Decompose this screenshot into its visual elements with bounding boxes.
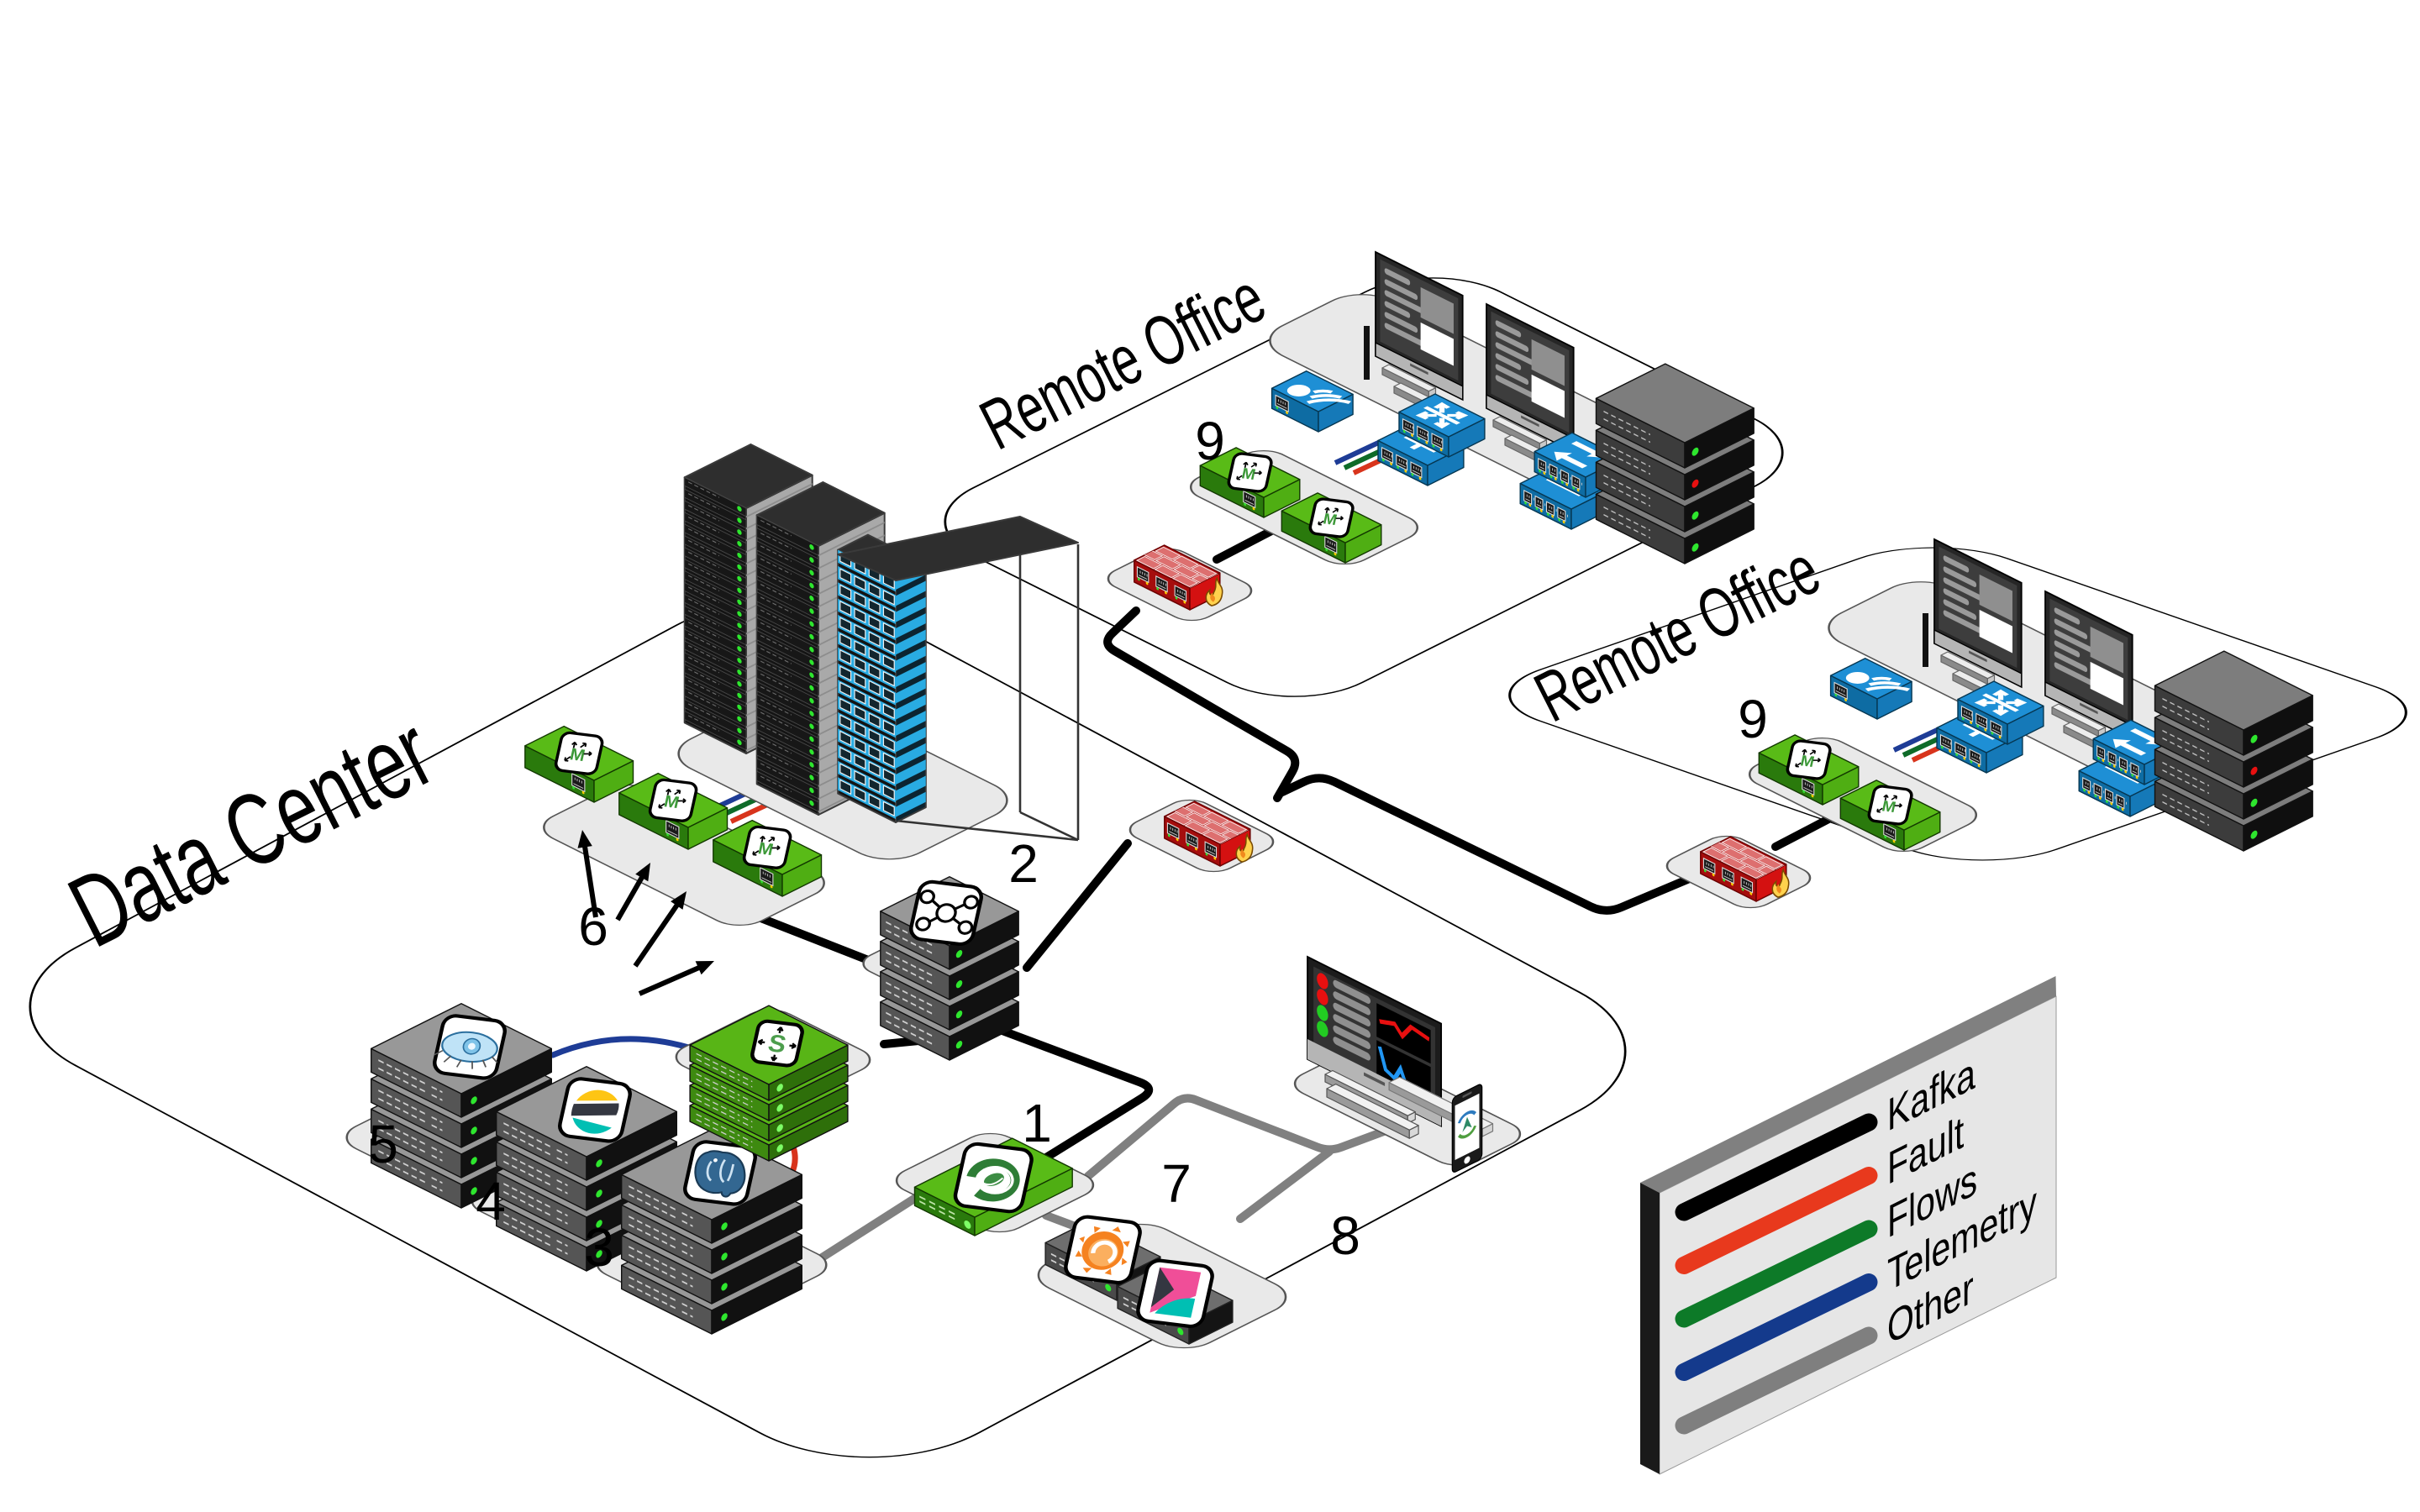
svg-text:7: 7 bbox=[1161, 1153, 1192, 1214]
svg-text:M: M bbox=[1240, 465, 1257, 483]
svg-text:2: 2 bbox=[1008, 833, 1039, 894]
svg-text:1: 1 bbox=[1022, 1093, 1052, 1153]
svg-text:M: M bbox=[756, 839, 775, 859]
svg-text:8: 8 bbox=[1330, 1205, 1360, 1266]
svg-text:9: 9 bbox=[1195, 411, 1225, 471]
svg-text:M: M bbox=[568, 745, 587, 765]
svg-text:4: 4 bbox=[476, 1171, 506, 1231]
svg-text:M: M bbox=[662, 792, 681, 812]
svg-text:5: 5 bbox=[368, 1114, 398, 1174]
svg-text:9: 9 bbox=[1738, 689, 1768, 749]
svg-text:M: M bbox=[1322, 510, 1339, 528]
svg-text:M: M bbox=[1881, 797, 1897, 816]
svg-text:3: 3 bbox=[584, 1217, 614, 1278]
svg-text:M: M bbox=[1799, 752, 1816, 770]
